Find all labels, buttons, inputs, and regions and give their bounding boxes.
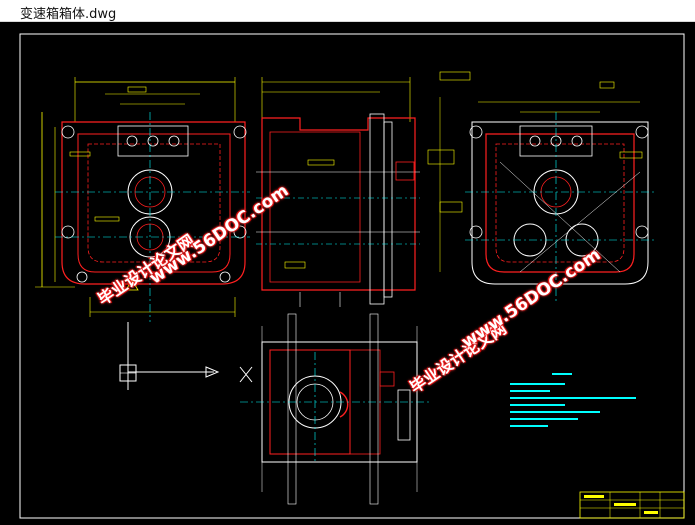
title-block — [579, 491, 685, 519]
technical-notes — [510, 373, 636, 427]
ucs-icon — [119, 322, 253, 390]
side-section-view — [256, 71, 471, 307]
window-titlebar: 变速箱箱体.dwg — [0, 0, 695, 22]
top-view — [240, 313, 430, 505]
window-title: 变速箱箱体.dwg — [20, 7, 117, 22]
drawing-canvas[interactable]: 毕业设计论文网 www.56DOC.com 毕业设计论文网 www.56DOC.… — [0, 22, 695, 525]
cad-drawing — [19, 33, 685, 519]
drawing-frame — [19, 33, 685, 519]
rear-view — [465, 81, 655, 302]
front-view — [35, 77, 250, 322]
